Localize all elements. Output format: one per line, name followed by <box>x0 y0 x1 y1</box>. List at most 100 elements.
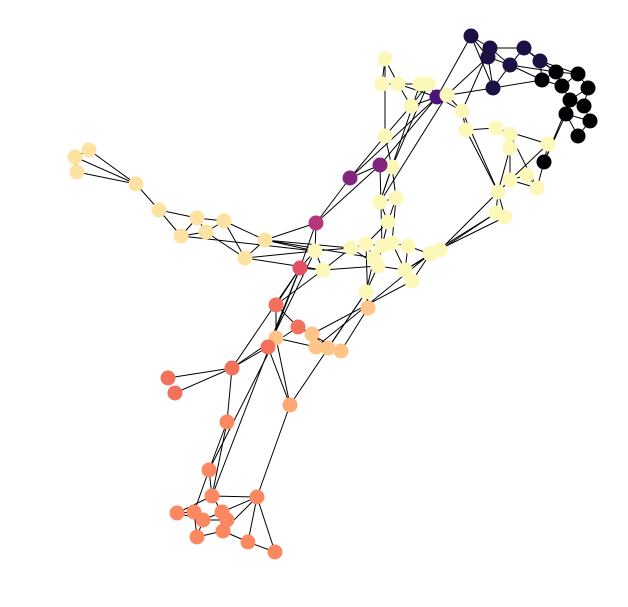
graph-edge <box>180 235 316 252</box>
graph-node <box>463 28 479 44</box>
graph-node <box>315 262 331 278</box>
graph-node <box>432 242 448 258</box>
graph-node <box>343 240 359 256</box>
graph-edge <box>74 156 137 185</box>
graph-node <box>360 300 376 316</box>
graph-edge <box>256 496 276 553</box>
graph-node <box>307 243 323 259</box>
graph-node <box>400 238 416 254</box>
graph-edge <box>208 421 228 471</box>
graph-node <box>195 512 211 528</box>
graph-node <box>390 76 406 92</box>
graph-edge <box>267 346 291 406</box>
graph-node <box>403 98 419 114</box>
graph-node <box>480 49 496 65</box>
graph-node <box>216 213 232 229</box>
graph-node <box>397 262 413 278</box>
graph-edge <box>231 267 301 369</box>
graph-node <box>333 343 349 359</box>
graph-node <box>532 53 548 69</box>
graph-edge <box>349 135 386 179</box>
graph-node <box>224 360 240 376</box>
graph-edge <box>446 56 489 96</box>
graph-node <box>554 78 570 94</box>
graph-node <box>458 122 474 138</box>
graph-node <box>260 339 276 355</box>
graph-edge <box>76 171 137 185</box>
graph-node <box>198 224 214 240</box>
graph-node <box>377 51 393 67</box>
graph-edge <box>247 496 258 543</box>
graph-node <box>173 228 189 244</box>
graph-node <box>358 284 374 300</box>
graph-edge <box>315 177 351 224</box>
graph-node <box>201 462 217 478</box>
graph-node <box>189 529 205 545</box>
graph-edge <box>211 267 301 497</box>
graph-node <box>268 297 284 313</box>
node-layer <box>67 28 598 560</box>
graph-edge <box>322 265 379 271</box>
graph-node <box>215 523 231 539</box>
graph-node <box>497 209 513 225</box>
graph-node <box>580 80 596 96</box>
graph-edge <box>497 147 511 193</box>
graph-node <box>128 176 144 192</box>
graph-node <box>380 214 396 230</box>
graph-node <box>536 154 552 170</box>
graph-node <box>540 136 556 152</box>
graph-edge <box>264 222 317 241</box>
graph-node <box>372 194 388 210</box>
graph-node <box>439 87 455 103</box>
graph-node <box>384 235 400 251</box>
graph-node <box>582 113 598 129</box>
graph-node <box>558 106 574 122</box>
graph-node <box>342 170 358 186</box>
graph-edge <box>256 404 291 498</box>
graph-node <box>502 126 518 142</box>
graph-node <box>570 128 586 144</box>
graph-node <box>420 76 436 92</box>
graph-node <box>529 180 545 196</box>
graph-node <box>404 273 420 289</box>
graph-node <box>372 157 388 173</box>
graph-node <box>370 258 386 274</box>
graph-node <box>81 142 97 158</box>
graph-node <box>308 215 324 231</box>
graph-node <box>308 339 324 355</box>
graph-node <box>69 164 85 180</box>
graph-node <box>502 172 518 188</box>
graph-node <box>384 159 400 175</box>
graph-edge <box>167 367 233 379</box>
graph-node <box>237 250 253 266</box>
graph-node <box>377 128 393 144</box>
graph-node <box>562 92 578 108</box>
graph-edge <box>244 257 324 271</box>
graph-edge <box>543 113 567 163</box>
graph-edge <box>465 129 499 193</box>
graph-edge <box>174 367 233 394</box>
graph-node <box>320 340 336 356</box>
graph-node <box>358 236 374 252</box>
graph-edge <box>391 83 429 168</box>
graph-edge <box>275 269 324 306</box>
graph-node <box>488 120 504 136</box>
graph-node <box>204 488 220 504</box>
graph-edge <box>509 64 557 73</box>
graph-node <box>160 370 176 386</box>
graph-node <box>189 210 205 226</box>
graph-edge <box>340 307 369 352</box>
graph-node <box>502 140 518 156</box>
graph-edge <box>244 250 316 259</box>
graph-node <box>249 489 265 505</box>
graph-node <box>282 397 298 413</box>
graph-node <box>490 184 506 200</box>
graph-edge <box>88 149 137 185</box>
graph-node <box>240 534 256 550</box>
graph-edge <box>492 79 543 89</box>
graph-node <box>485 80 501 96</box>
graph-edge <box>208 337 277 471</box>
graph-edge <box>436 35 472 98</box>
graph-node <box>388 190 404 206</box>
